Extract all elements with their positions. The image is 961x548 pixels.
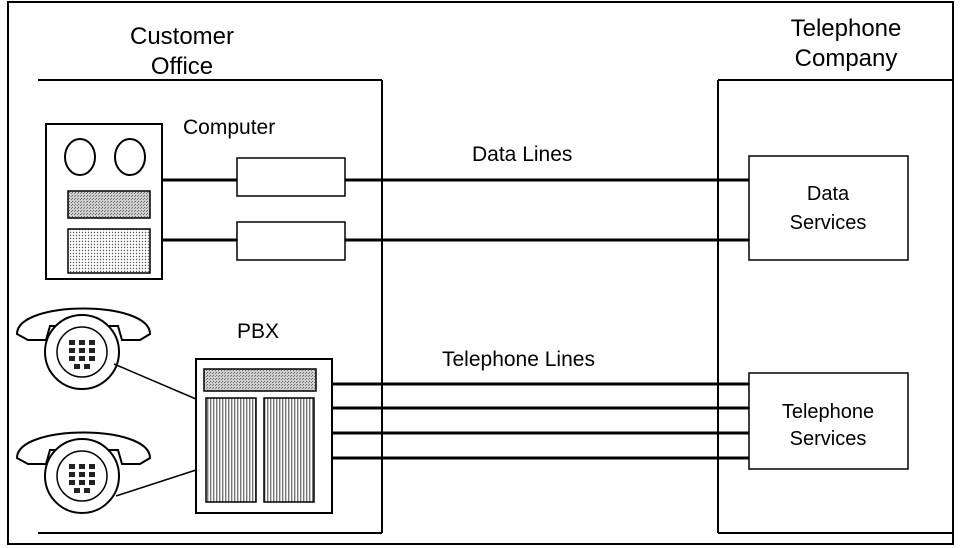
data-lines xyxy=(162,157,749,261)
pbx-label: PBX xyxy=(237,320,279,343)
telephone-services-box: Telephone Services xyxy=(748,372,909,470)
computer-icon xyxy=(45,123,163,280)
data-services-line2: Services xyxy=(790,212,867,234)
telephone-lines-label: Telephone Lines xyxy=(442,348,595,371)
customer-office-title-line1: Customer xyxy=(130,23,234,50)
data-services-line1: Data xyxy=(807,183,850,205)
telephone-company-title-line2: Company xyxy=(795,45,898,72)
telephone-services-line1: Telephone xyxy=(782,401,874,423)
outer-frame xyxy=(7,1,954,545)
data-services-box: Data Services xyxy=(748,155,909,261)
telephone-company-title-line1: Telephone xyxy=(791,15,902,42)
telephone-services-line2: Services xyxy=(790,428,867,450)
telephone-lines xyxy=(332,382,749,460)
telephone-icon-1 xyxy=(15,307,152,390)
data-line-interface-2 xyxy=(236,221,346,261)
pbx-icon xyxy=(195,358,333,514)
data-lines-label: Data Lines xyxy=(472,143,572,166)
data-line-interface-1 xyxy=(236,157,346,197)
customer-office-title-line2: Office xyxy=(151,53,213,80)
phone-wires xyxy=(113,363,197,497)
telephone-company-region: Telephone Company xyxy=(717,15,952,534)
telephone-icon-2 xyxy=(15,431,152,514)
computer-label: Computer xyxy=(183,116,275,139)
